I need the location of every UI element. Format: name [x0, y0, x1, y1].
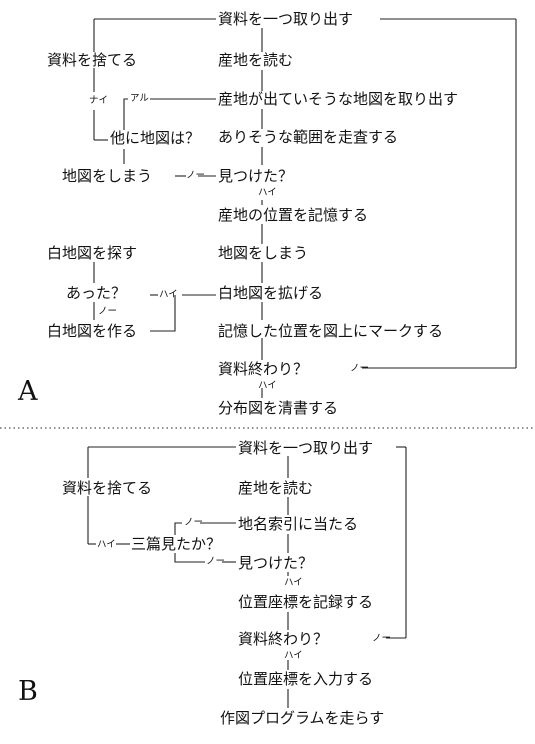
- a-label-no-found: ノー: [186, 170, 206, 181]
- b-step-take-out: 資料を一つ取り出す: [238, 439, 374, 457]
- a-label-hai-end: ハイ: [258, 380, 277, 391]
- b-step-found: 見つけた？: [238, 554, 314, 572]
- b-label-hai-checked: ハイ: [97, 539, 116, 550]
- b-no-up: [174, 522, 182, 535]
- b-step-input-coord: 位置座標を入力する: [238, 670, 374, 688]
- diagram-a-label: A: [18, 376, 38, 407]
- b-label-no-checked2: ノー: [206, 556, 226, 567]
- a-step-read-origin: 産地を読む: [218, 51, 294, 69]
- b-label-hai-found: ハイ: [284, 577, 303, 588]
- a-step-put-away2: 地図をしまう: [62, 167, 153, 185]
- a-step-found: 見つけた？: [218, 167, 294, 185]
- b-label-hai-end: ハイ: [284, 650, 303, 661]
- a-step-make-blank: 白地図を作る: [47, 322, 138, 340]
- a-make-up: [150, 295, 176, 332]
- b-step-read-origin: 産地を読む: [238, 479, 314, 497]
- a-label-hai-found: ハイ: [258, 187, 277, 198]
- b-step-record-coord: 位置座標を記録する: [238, 593, 374, 611]
- a-step-discard: 資料を捨てる: [47, 51, 138, 69]
- a-label-aru: アル: [130, 93, 149, 104]
- b-step-run-program: 作図プログラムを走らす: [220, 709, 385, 727]
- a-label-no-end: ノー: [350, 363, 370, 374]
- b-label-no-checked1: ノー: [184, 517, 204, 528]
- a-step-take-map: 産地が出ていそうな地図を取り出す: [218, 90, 459, 108]
- b-step-index: 地名索引に当たる: [238, 515, 359, 533]
- a-label-no-exists: ノー: [98, 306, 118, 317]
- a-step-take-out: 資料を一つ取り出す: [218, 10, 354, 28]
- b-step-discard: 資料を捨てる: [62, 479, 153, 497]
- a-label-nai: ナイ: [89, 95, 109, 106]
- a-step-exists: あった？: [66, 284, 127, 302]
- b-step-end-check: 資料終わり？: [238, 630, 329, 648]
- a-step-search-blank: 白地図を探す: [47, 244, 138, 262]
- a-aru-hook: [123, 98, 128, 130]
- a-label-hai-exists: ハイ: [159, 289, 178, 300]
- b-label-no-end: ノー: [372, 633, 392, 644]
- a-step-spread: 白地図を拡げる: [218, 284, 324, 302]
- a-step-end-check: 資料終わり？: [218, 360, 309, 378]
- a-step-other-map: 他に地図は？: [110, 129, 201, 147]
- a-step-clean-copy: 分布図を清書する: [218, 399, 339, 417]
- b-no-down: [174, 553, 205, 563]
- a-step-put-away: 地図をしまう: [218, 244, 309, 262]
- b-step-checked-three: 三篇見たか？: [131, 535, 222, 553]
- a-step-scan: ありそうな範囲を走査する: [218, 128, 399, 146]
- a-step-mark: 記憶した位置を図上にマークする: [218, 322, 444, 340]
- diagram-b-label: B: [18, 676, 38, 707]
- a-step-record-pos: 産地の位置を記憶する: [218, 206, 369, 224]
